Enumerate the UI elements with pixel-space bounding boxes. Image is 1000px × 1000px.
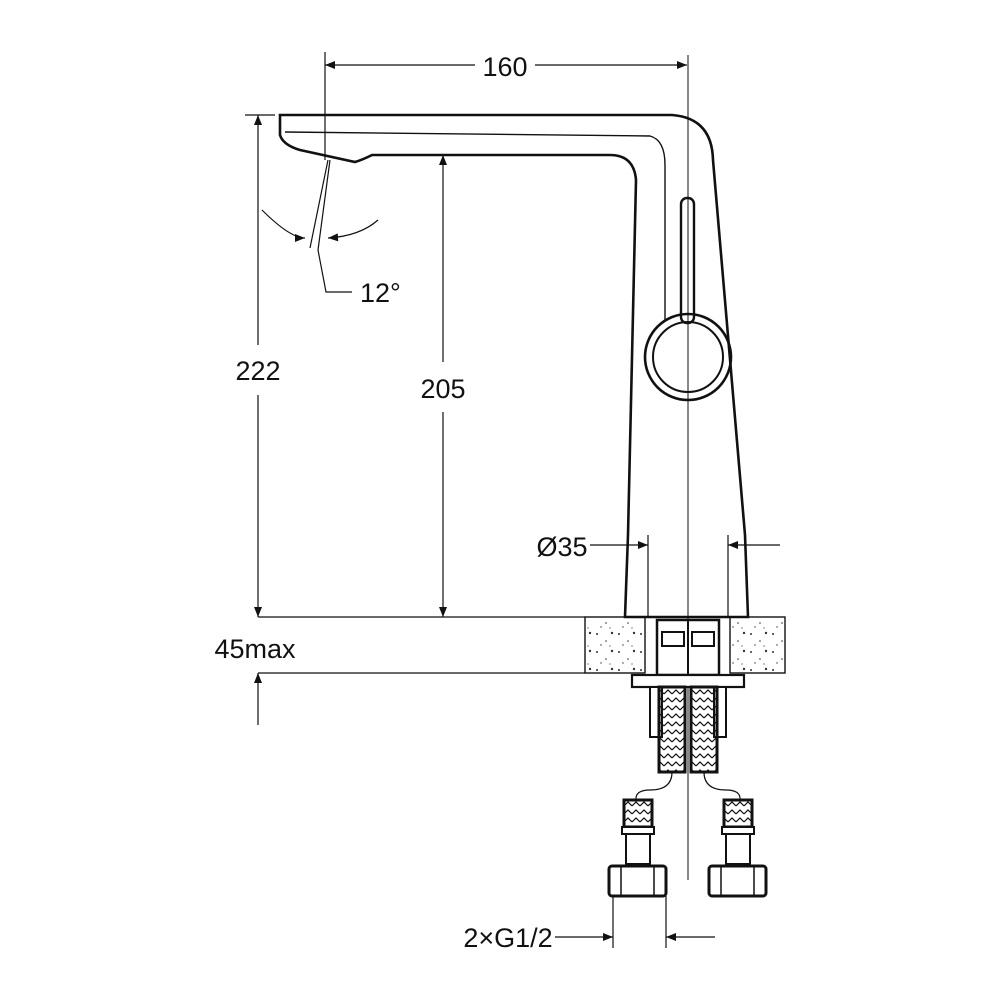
dimension-160 [324, 52, 687, 160]
mounting-hoses [607, 618, 768, 898]
dimension-diameter-label: Ø35 [536, 532, 587, 562]
dimension-45max-label: 45max [214, 634, 296, 664]
dimension-205 [372, 154, 458, 617]
left-connector [607, 798, 668, 898]
dimension-connection [555, 896, 715, 948]
dimension-222 [245, 114, 275, 617]
dimension-205-label: 205 [420, 374, 465, 404]
countertop [254, 616, 786, 725]
dimension-222-label: 222 [235, 356, 280, 386]
dimension-160-label: 160 [482, 52, 527, 82]
dimension-connection-label: 2×G1/2 [463, 923, 552, 953]
dimension-diameter [590, 535, 780, 617]
dimension-angle [261, 159, 379, 293]
right-connector [707, 798, 768, 898]
faucet-body [278, 113, 750, 619]
dimension-angle-label: 12° [360, 278, 401, 308]
